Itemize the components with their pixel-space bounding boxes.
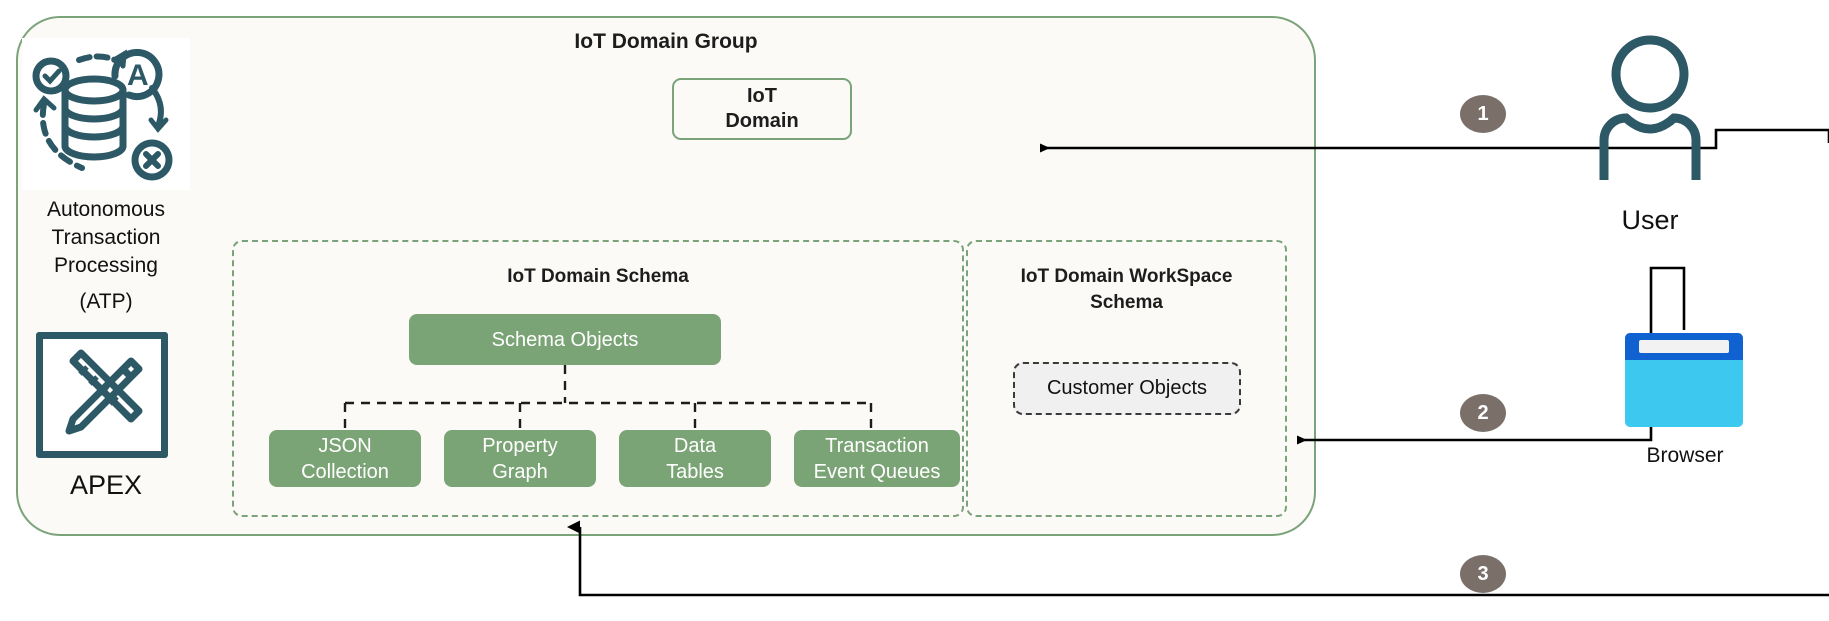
iot-domain-schema-panel: IoT Domain Schema Schema Objects JSON Co… — [232, 240, 964, 517]
property-graph-line1: Property — [482, 434, 558, 457]
step-badge-1: 1 — [1460, 95, 1506, 133]
step-badge-2: 2 — [1460, 394, 1506, 432]
iot-domain-schema-title: IoT Domain Schema — [507, 266, 689, 287]
user-label: User — [1621, 205, 1679, 235]
browser-icon-container — [1625, 333, 1743, 427]
apex-icon-container — [36, 332, 168, 458]
json-collection-box[interactable]: JSON Collection — [269, 430, 421, 487]
browser-label: Browser — [1646, 444, 1724, 467]
step-badge-3: 3 — [1460, 555, 1506, 593]
schema-connector-lines — [343, 365, 873, 430]
svg-text:A: A — [127, 59, 149, 92]
transaction-event-queues-box[interactable]: Transaction Event Queues — [794, 430, 960, 487]
iot-domain-line2: Domain — [725, 110, 799, 132]
property-graph-line2: Graph — [492, 460, 548, 483]
iot-domain-workspace-schema-title: IoT Domain WorkSpace Schema — [968, 264, 1285, 316]
data-tables-line2: Tables — [666, 460, 724, 483]
atp-label: Autonomous Transaction Processing (ATP) — [8, 196, 204, 316]
atp-label-line4: (ATP) — [79, 290, 133, 313]
user-person-icon — [1599, 35, 1701, 185]
iot-domain-box[interactable]: IoT Domain — [672, 78, 852, 140]
schema-objects-box[interactable]: Schema Objects — [409, 314, 721, 365]
iot-domain-line1: IoT — [747, 85, 777, 107]
browser-window-icon — [1625, 333, 1743, 427]
transaction-event-queues-line2: Event Queues — [813, 460, 941, 483]
transaction-event-queues-line1: Transaction — [825, 434, 929, 457]
json-collection-line2: Collection — [301, 460, 389, 483]
iot-domain-workspace-schema-panel: IoT Domain WorkSpace Schema Customer Obj… — [966, 240, 1287, 517]
atp-label-line1: Autonomous — [47, 198, 165, 221]
customer-objects-box[interactable]: Customer Objects — [1013, 362, 1241, 415]
property-graph-box[interactable]: Property Graph — [444, 430, 596, 487]
atp-label-line3: Processing — [54, 254, 158, 277]
autonomous-database-icon: A — [32, 49, 173, 181]
data-tables-line1: Data — [673, 434, 717, 457]
iot-domain-group-title: IoT Domain Group — [574, 30, 758, 53]
atp-label-line2: Transaction — [51, 226, 161, 249]
flow-arrow-3 — [567, 520, 1829, 597]
atp-icon-container: A — [22, 38, 190, 190]
ruler-pencil-icon — [65, 349, 143, 435]
data-tables-box[interactable]: Data Tables — [619, 430, 771, 487]
json-collection-line1: JSON — [318, 434, 372, 457]
workspace-title-line1: IoT Domain WorkSpace — [1020, 266, 1233, 287]
workspace-title-line2: Schema — [1090, 292, 1163, 313]
apex-label: APEX — [69, 470, 143, 500]
user-icon-container — [1590, 30, 1710, 185]
